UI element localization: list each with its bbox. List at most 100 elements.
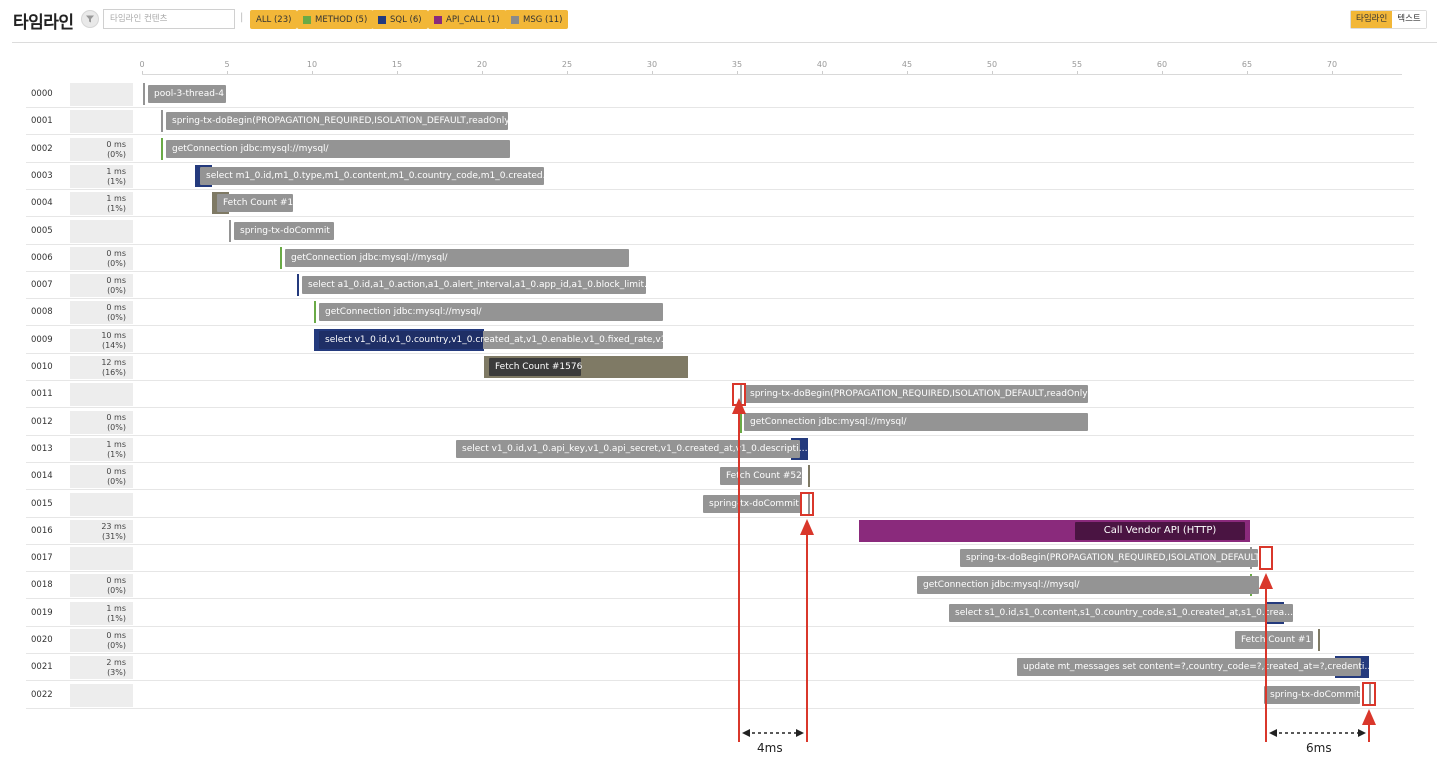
- timeline-label[interactable]: spring-tx-doCommit: [1264, 685, 1360, 704]
- row-index: 0020: [31, 635, 53, 645]
- timeline-label[interactable]: Call Vendor API (HTTP): [1075, 521, 1245, 540]
- row-duration: 0 ms(0%): [70, 574, 133, 598]
- timeline-bar[interactable]: [740, 410, 743, 433]
- row-index: 0005: [31, 225, 53, 236]
- timeline-label[interactable]: select v1_0.id,v1_0.country,v1_0.created…: [319, 330, 675, 349]
- axis-tick: [1077, 71, 1078, 75]
- timeline-bar[interactable]: [228, 219, 231, 242]
- timeline-row[interactable]: 0017: [26, 545, 1414, 573]
- api-call-swatch-icon: [434, 15, 442, 24]
- timeline-label[interactable]: getConnection jdbc:mysql://mysql/: [319, 303, 663, 322]
- timeline-bar[interactable]: [160, 110, 163, 133]
- row-index: 0014: [31, 471, 53, 482]
- timeline-row[interactable]: 0022: [26, 682, 1414, 709]
- timeline-label[interactable]: select v1_0.id,v1_0.api_key,v1_0.api_sec…: [456, 439, 808, 458]
- timeline-bar[interactable]: [1318, 629, 1321, 651]
- filter-icon[interactable]: [81, 10, 99, 28]
- timeline-label[interactable]: getConnection jdbc:mysql://mysql/: [166, 139, 510, 158]
- row-index: 0016: [31, 525, 53, 536]
- row-duration: 1 ms(1%): [70, 601, 133, 625]
- timeline-bar[interactable]: [808, 465, 811, 488]
- timeline-label[interactable]: Fetch Count #1: [1235, 631, 1313, 649]
- timeline-label[interactable]: getConnection jdbc:mysql://mysql/: [744, 412, 1088, 431]
- row-duration: [70, 547, 133, 571]
- row-index: 0006: [31, 252, 53, 263]
- axis-tick: [1162, 71, 1163, 75]
- timeline-label[interactable]: spring-tx-doBegin(PROPAGATION_REQUIRED,I…: [744, 385, 1091, 404]
- timeline-label[interactable]: spring-tx-doBegin(PROPAGATION_REQUIRED,I…: [166, 112, 513, 131]
- timeline-bar[interactable]: [279, 246, 282, 269]
- timeline-label[interactable]: spring-tx-doCommit: [703, 494, 801, 513]
- timeline-row[interactable]: 0011: [26, 381, 1414, 409]
- row-index: 0002: [31, 143, 53, 154]
- timeline-label[interactable]: spring-tx-doCommit: [234, 221, 334, 240]
- timeline-label[interactable]: update mt_messages set content=?,country…: [1017, 658, 1373, 677]
- duration-percent: (16%): [101, 368, 126, 377]
- row-index: 0017: [31, 553, 53, 564]
- row-duration: 10 ms(14%): [70, 328, 133, 352]
- duration-percent: (0%): [107, 586, 126, 596]
- view-timeline-button[interactable]: 타임라인: [1351, 11, 1393, 28]
- filter-chip-msg[interactable]: MSG (11): [505, 10, 569, 29]
- timeline-label[interactable]: spring-tx-doBegin(PROPAGATION_REQUIRED,I…: [960, 549, 1263, 568]
- timeline-label[interactable]: select s1_0.id,s1_0.content,s1_0.country…: [949, 603, 1293, 622]
- duration-percent: (0%): [107, 422, 126, 432]
- timeline-label[interactable]: Fetch Count #52: [720, 467, 802, 486]
- timeline-row[interactable]: 0001: [26, 108, 1414, 136]
- arrow-head: [1259, 573, 1273, 589]
- arrow-head: [1362, 709, 1376, 725]
- timeline-row[interactable]: 0009 10 ms(14%): [26, 327, 1414, 354]
- timeline-label[interactable]: getConnection jdbc:mysql://mysql/: [917, 576, 1259, 595]
- view-toggle: 타임라인 텍스트: [1350, 10, 1427, 29]
- duration-ms: 0 ms: [106, 276, 126, 286]
- filter-chip-api-call[interactable]: API_CALL (1): [428, 10, 506, 29]
- timeline-label[interactable]: Fetch Count #1576: [489, 358, 582, 376]
- filter-chip-method[interactable]: METHOD (5): [297, 10, 374, 29]
- view-text-button[interactable]: 텍스트: [1392, 11, 1426, 28]
- duration-ms: 0 ms: [106, 467, 126, 477]
- msg-swatch-icon: [511, 15, 519, 24]
- row-index: 0009: [31, 334, 53, 345]
- timeline-bar[interactable]: [740, 383, 743, 406]
- timeline-label[interactable]: getConnection jdbc:mysql://mysql/: [285, 248, 629, 267]
- timeline-label[interactable]: select a1_0.id,a1_0.action,a1_0.alert_in…: [302, 276, 653, 295]
- gap-label-left: 4ms: [757, 741, 783, 755]
- timeline-bar[interactable]: [313, 301, 316, 324]
- timeline-row[interactable]: 0018 0 ms(0%): [26, 572, 1414, 600]
- duration-percent: (3%): [107, 668, 126, 678]
- timeline-bar[interactable]: [142, 83, 145, 105]
- filter-chip-sql[interactable]: SQL (6): [372, 10, 428, 29]
- timeline-label[interactable]: Fetch Count #1: [217, 194, 293, 213]
- row-index: 0018: [31, 580, 53, 591]
- timeline-bar[interactable]: [1369, 683, 1372, 706]
- chip-label: SQL (6): [390, 14, 422, 25]
- timeline-row[interactable]: 0002 0 ms(0%): [26, 136, 1414, 163]
- timeline-row[interactable]: 0015: [26, 491, 1414, 518]
- page-title: 타임라인: [13, 13, 74, 33]
- row-duration: 0 ms(0%): [70, 137, 133, 161]
- timeline-row[interactable]: 0000: [26, 81, 1414, 108]
- timeline-label[interactable]: pool-3-thread-4: [148, 85, 226, 103]
- timeline-row[interactable]: 0005: [26, 218, 1414, 245]
- axis-tick-label: 40: [816, 60, 828, 69]
- timeline-bar[interactable]: [160, 137, 163, 160]
- timeline-label[interactable]: select m1_0.id,m1_0.type,m1_0.content,m1…: [200, 166, 552, 185]
- filter-chip-all[interactable]: ALL (23): [250, 10, 298, 29]
- search-input[interactable]: [103, 9, 235, 29]
- row-index: 0010: [31, 362, 53, 372]
- timeline-bar[interactable]: [808, 492, 811, 515]
- timeline-bar[interactable]: [296, 274, 299, 297]
